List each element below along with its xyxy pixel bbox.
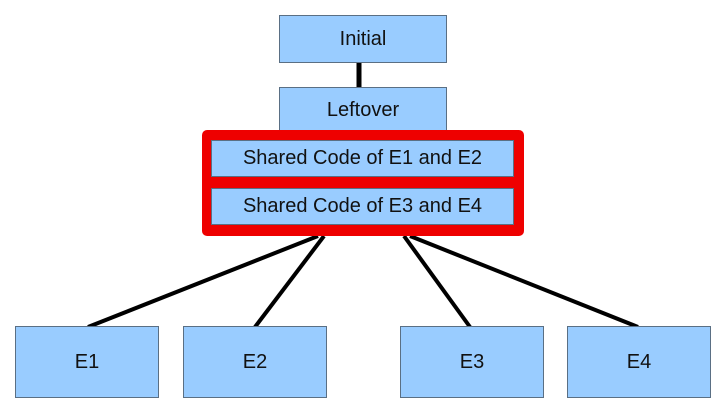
node-e3: E3 (400, 326, 544, 398)
node-label: Shared Code of E1 and E2 (242, 147, 483, 169)
node-label: E2 (242, 350, 268, 373)
node-e2: E2 (183, 326, 327, 398)
node-label: Initial (339, 27, 387, 50)
edge-shared-e3 (402, 234, 472, 329)
edge-shared-e2 (253, 234, 326, 329)
node-shared-e3-e4: Shared Code of E3 and E4 (211, 188, 514, 225)
edge-shared-e4 (409, 234, 639, 329)
node-label: E4 (626, 350, 652, 373)
node-label: E3 (459, 350, 485, 373)
node-label: Leftover (326, 98, 400, 121)
node-initial: Initial (279, 15, 447, 63)
node-shared-e1-e2: Shared Code of E1 and E2 (211, 140, 514, 177)
node-e1: E1 (15, 326, 159, 398)
node-label: Shared Code of E3 and E4 (242, 195, 483, 217)
node-label: E1 (74, 350, 100, 373)
node-leftover: Leftover (279, 87, 447, 133)
edge-shared-e1 (87, 234, 319, 329)
node-e4: E4 (567, 326, 711, 398)
